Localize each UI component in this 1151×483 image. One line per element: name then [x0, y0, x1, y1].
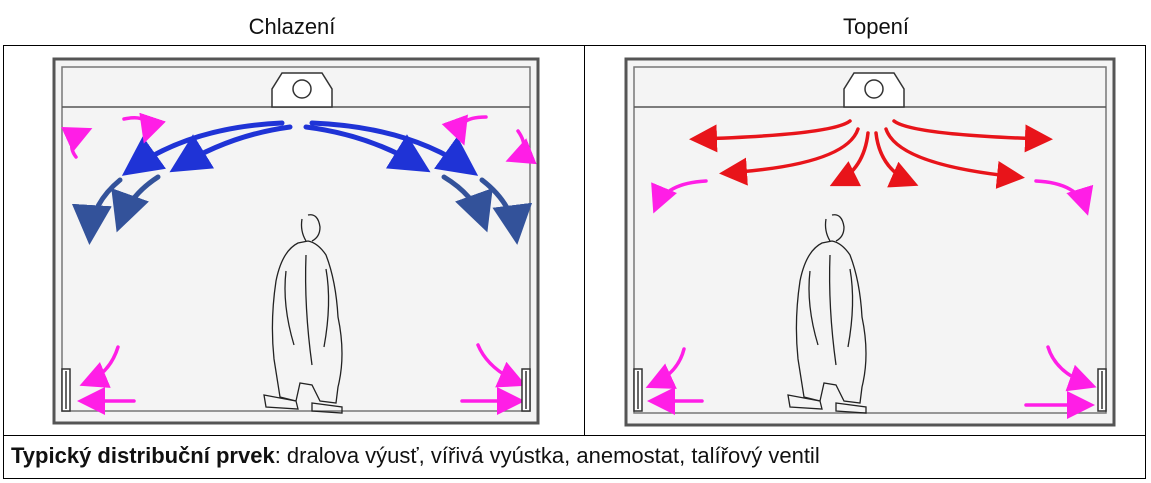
wall-outlet-icon [633, 368, 1107, 412]
floor-arrow-left-down [645, 347, 686, 389]
room-outline [624, 57, 1116, 427]
heating-arrow-right-mid [884, 127, 1025, 189]
heating-arrow-left-top [689, 119, 852, 153]
room-outline [52, 57, 540, 425]
heating-arrow-center-left [829, 131, 870, 187]
caption: Typický distribuční prvek: dralova výusť… [11, 443, 820, 469]
floor-arrow-left-down [79, 345, 120, 388]
caption-bold: Typický distribuční prvek [11, 443, 275, 468]
heading-cooling: Chlazení [248, 14, 336, 39]
fall-arrow-left-outer [71, 177, 123, 245]
heating-arrow-right-top [892, 119, 1053, 153]
fall-arrow-right-inner [441, 174, 493, 233]
heating-arrow-left-mid [719, 127, 860, 186]
caption-text: : dralova výusť, vířivá vyústka, anemost… [274, 443, 820, 468]
cooling-diagram [52, 57, 540, 425]
cooling-arrow-right-inner [303, 124, 431, 173]
cooling-arrow-left-inner [169, 124, 293, 173]
heading-heating: Topení [842, 14, 910, 39]
eddy-arrow-left-2 [122, 112, 166, 144]
floor-arrow-right-down [1046, 345, 1097, 392]
heating-arrow-center-right [874, 131, 919, 188]
fall-arrow-right [1034, 179, 1094, 216]
ceiling-diffuser-icon [271, 72, 333, 108]
row-divider [3, 435, 1146, 436]
column-divider [584, 45, 585, 435]
table-frame [3, 45, 1146, 479]
eddy-arrow-left-1 [61, 126, 93, 159]
walking-person-icon [787, 214, 867, 414]
fall-arrow-left [651, 179, 708, 214]
floor-arrow-right-down [476, 343, 527, 388]
walking-person-icon [263, 214, 343, 414]
fall-arrow-right-outer [479, 177, 533, 245]
wall-outlet-icon [61, 368, 531, 412]
eddy-arrow-right-2 [505, 129, 537, 165]
ceiling-diffuser-icon [843, 72, 905, 108]
fall-arrow-left-inner [111, 174, 161, 233]
eddy-arrow-right-1 [441, 114, 488, 146]
heating-diagram [624, 57, 1116, 427]
